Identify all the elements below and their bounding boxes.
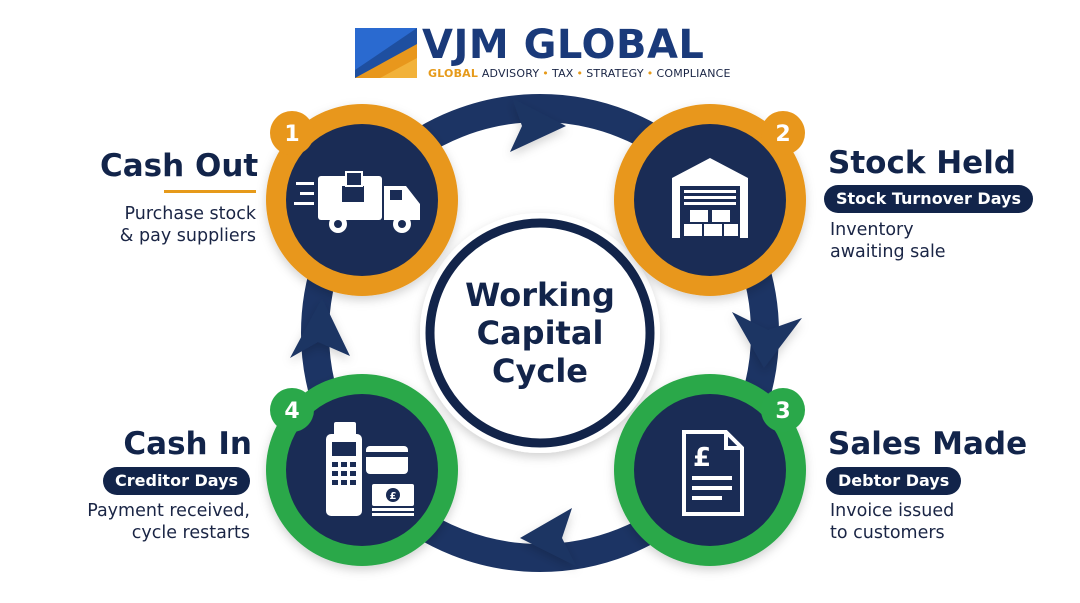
brand-name: VJM GLOBAL <box>422 22 705 68</box>
step-3-description-line-1: Invoice issued <box>830 501 955 521</box>
step-1-description-line-2: & pay suppliers <box>119 226 256 246</box>
brand-header: VJM GLOBAL GLOBAL ADVISORY•TAX•STRATEGY•… <box>352 22 732 84</box>
tagline-item-compliance: COMPLIANCE <box>656 67 731 80</box>
step-2-title: Stock Held <box>828 145 1017 181</box>
step-4-pill: Creditor Days <box>103 467 251 495</box>
step-1-title: Cash Out <box>100 148 259 184</box>
center-title-line-3: Cycle <box>492 352 588 390</box>
cycle-arrow-top <box>510 98 566 152</box>
svg-text:£: £ <box>693 443 711 473</box>
step-3-node <box>614 374 806 566</box>
tagline-item-advisory: ADVISORY <box>481 67 540 80</box>
center-title-line-2: Capital <box>477 314 604 352</box>
step-3-title: Sales Made <box>828 426 1028 462</box>
step-1-description-line-1: Purchase stock <box>124 204 256 224</box>
step-2-number: 2 <box>775 122 790 147</box>
card-terminal-icon: £ <box>326 422 414 516</box>
tagline-item-strategy: STRATEGY <box>586 67 644 80</box>
step-4-title: Cash In <box>123 426 252 462</box>
step-3-description-line-2: to customers <box>830 523 945 543</box>
cycle-arrow-left <box>290 298 350 358</box>
cycle-arrow-bottom <box>520 508 576 566</box>
tagline-lead: GLOBAL <box>428 67 479 80</box>
invoice-icon: £ <box>682 430 744 516</box>
step-3-number: 3 <box>775 399 790 424</box>
step-4-description-line-2: cycle restarts <box>131 523 250 543</box>
step-3-pill: Debtor Days <box>826 467 962 495</box>
logo-mark <box>355 28 417 78</box>
step-2-description-line-2: awaiting sale <box>830 242 946 262</box>
step-4-number: 4 <box>284 399 299 424</box>
step-2-description-line-1: Inventory <box>830 220 914 240</box>
step-2-pill: Stock Turnover Days <box>824 185 1033 213</box>
warehouse-icon <box>672 158 748 238</box>
step-1-number: 1 <box>284 122 299 147</box>
delivery-truck-icon <box>294 171 420 233</box>
center-circle <box>420 213 660 453</box>
step-4-description-line-1: Payment received, <box>87 501 250 521</box>
step-1-underline <box>164 190 256 193</box>
center-title-line-1: Working <box>465 276 615 314</box>
svg-text:£: £ <box>390 491 397 502</box>
cycle-arrow-right <box>732 312 802 368</box>
brand-tagline: GLOBAL ADVISORY•TAX•STRATEGY•COMPLIANCE <box>428 67 731 80</box>
tagline-item-tax: TAX <box>552 67 574 80</box>
